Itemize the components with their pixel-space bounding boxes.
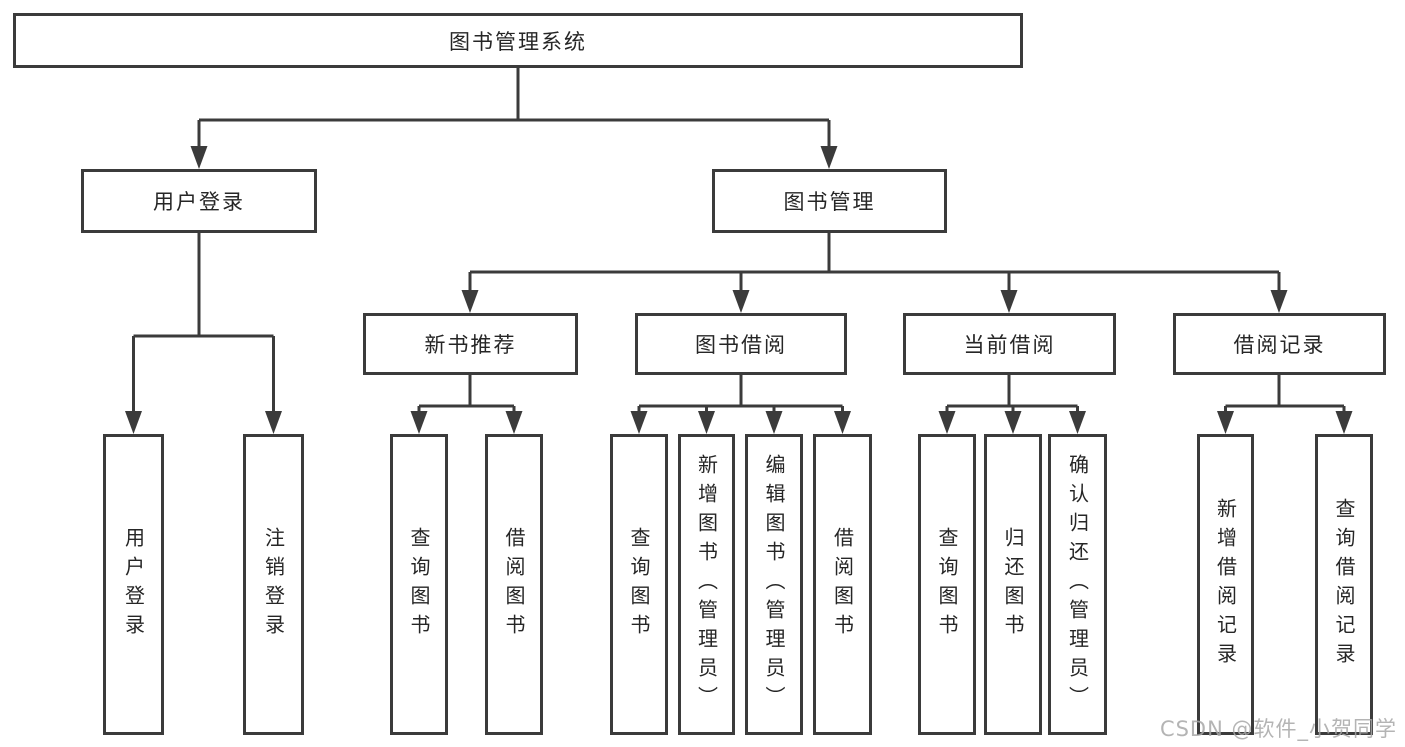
leaf-borrow-books-recommend-label: 借阅图书 [502, 526, 526, 643]
node-new-book-recommend: 新书推荐 [363, 313, 578, 375]
leaf-confirm-return-admin-label: 确认归还（管理员） [1065, 454, 1090, 715]
leaf-borrow-books: 借阅图书 [813, 434, 872, 735]
node-book-borrow: 图书借阅 [635, 313, 847, 375]
connector-root [197, 68, 831, 148]
arrowhead [765, 411, 783, 434]
leaf-query-books-current: 查询图书 [918, 434, 976, 735]
connector-borrow-records [1224, 375, 1346, 413]
leaf-return-book-label: 归还图书 [1001, 526, 1025, 643]
node-user-login-label: 用户登录 [153, 190, 245, 214]
leaf-logout-label: 注销登录 [261, 526, 286, 643]
arrowhead [732, 290, 750, 313]
arrowhead [410, 411, 428, 434]
arrowhead [265, 411, 282, 434]
connector-new-book-recommend [417, 375, 516, 413]
leaf-logout: 注销登录 [243, 434, 304, 735]
arrowhead [1217, 411, 1234, 434]
arrowhead [461, 290, 479, 313]
connector-current-borrow [945, 375, 1079, 413]
leaf-query-books-borrow-label: 查询图书 [627, 526, 651, 643]
arrowhead [630, 411, 648, 434]
leaf-query-books-recommend: 查询图书 [390, 434, 448, 735]
leaf-add-borrow-record-label: 新增借阅记录 [1213, 497, 1238, 672]
leaf-query-books-recommend-label: 查询图书 [407, 526, 431, 643]
node-book-borrow-label: 图书借阅 [695, 333, 787, 357]
leaf-user-login: 用户登录 [103, 434, 164, 735]
leaf-borrow-books-label: 借阅图书 [830, 526, 855, 643]
arrowhead [505, 411, 523, 434]
leaf-user-login-label: 用户登录 [121, 526, 146, 643]
node-library-system: 图书管理系统 [13, 13, 1023, 68]
node-new-book-recommend-label: 新书推荐 [424, 333, 517, 357]
node-borrow-records-label: 借阅记录 [1233, 333, 1326, 357]
node-user-login: 用户登录 [81, 169, 317, 233]
arrowhead [1069, 411, 1086, 434]
arrowhead [698, 411, 715, 434]
arrowhead [1000, 290, 1018, 313]
leaf-return-book: 归还图书 [984, 434, 1042, 735]
leaf-edit-book-admin: 编辑图书（管理员） [745, 434, 803, 735]
leaf-add-book-admin: 新增图书（管理员） [678, 434, 735, 735]
connector-book-management [468, 233, 1281, 292]
leaf-add-book-admin-label: 新增图书（管理员） [694, 454, 719, 715]
leaf-confirm-return-admin: 确认归还（管理员） [1048, 434, 1107, 735]
node-borrow-records: 借阅记录 [1173, 313, 1386, 375]
arrowhead [125, 411, 142, 434]
arrowhead [1004, 411, 1022, 434]
leaf-query-borrow-record-label: 查询借阅记录 [1332, 497, 1356, 672]
node-current-borrow-label: 当前借阅 [963, 333, 1056, 357]
node-current-borrow: 当前借阅 [903, 313, 1116, 375]
arrowhead [834, 411, 851, 434]
node-library-system-label: 图书管理系统 [449, 29, 587, 54]
arrowhead [190, 146, 208, 169]
csdn-watermark: CSDN @软件_小贺同学 [1159, 717, 1397, 741]
leaf-edit-book-admin-label: 编辑图书（管理员） [762, 454, 786, 715]
node-book-management-label: 图书管理 [783, 190, 876, 214]
connector-book-borrow [637, 375, 844, 413]
arrowhead [1270, 290, 1288, 313]
leaf-borrow-books-recommend: 借阅图书 [485, 434, 543, 735]
connector-user-login [132, 233, 275, 413]
leaf-query-books-current-label: 查询图书 [935, 526, 959, 643]
arrowhead [938, 411, 956, 434]
arrowhead [820, 146, 838, 169]
leaf-add-borrow-record: 新增借阅记录 [1197, 434, 1254, 735]
node-book-management: 图书管理 [712, 169, 947, 233]
arrowhead [1335, 411, 1353, 434]
leaf-query-borrow-record: 查询借阅记录 [1315, 434, 1373, 735]
leaf-query-books-borrow: 查询图书 [610, 434, 668, 735]
